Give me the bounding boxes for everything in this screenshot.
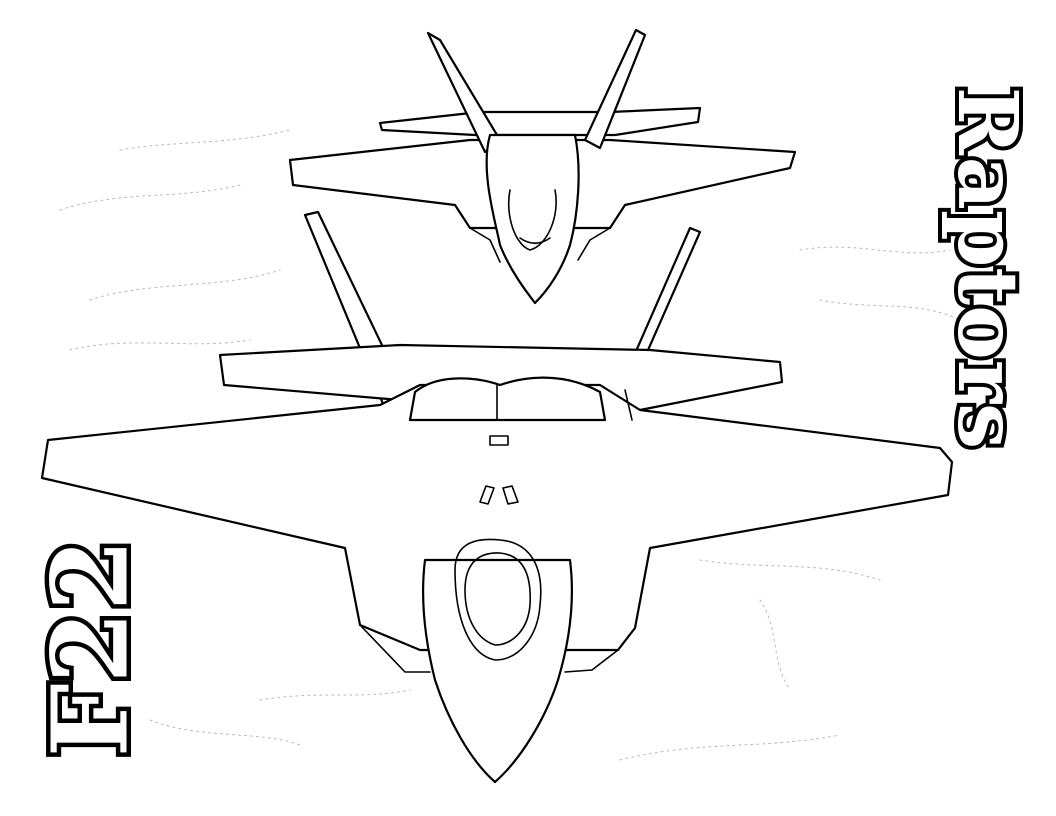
front-jet-spine-vent (489, 435, 509, 446)
background-sketch-lines (59, 129, 961, 761)
front-jet-canopy (454, 538, 542, 661)
front-jet-vent-left (479, 485, 495, 505)
right-title: Raptors (939, 87, 1035, 449)
front-jet-fuselage (421, 558, 574, 784)
left-title: F22 (29, 539, 152, 758)
front-jet-aft-hump (408, 376, 607, 422)
rear-jet-stabilizer (378, 106, 702, 137)
front-jet-stabilizer (218, 343, 784, 412)
front-jet-vent-right (502, 485, 519, 505)
rear-jet-fuselage (485, 133, 580, 305)
front-jet-drawing (40, 210, 954, 784)
rear-jet-tail-fin-right (583, 28, 647, 150)
rear-jet-drawing (288, 28, 797, 305)
